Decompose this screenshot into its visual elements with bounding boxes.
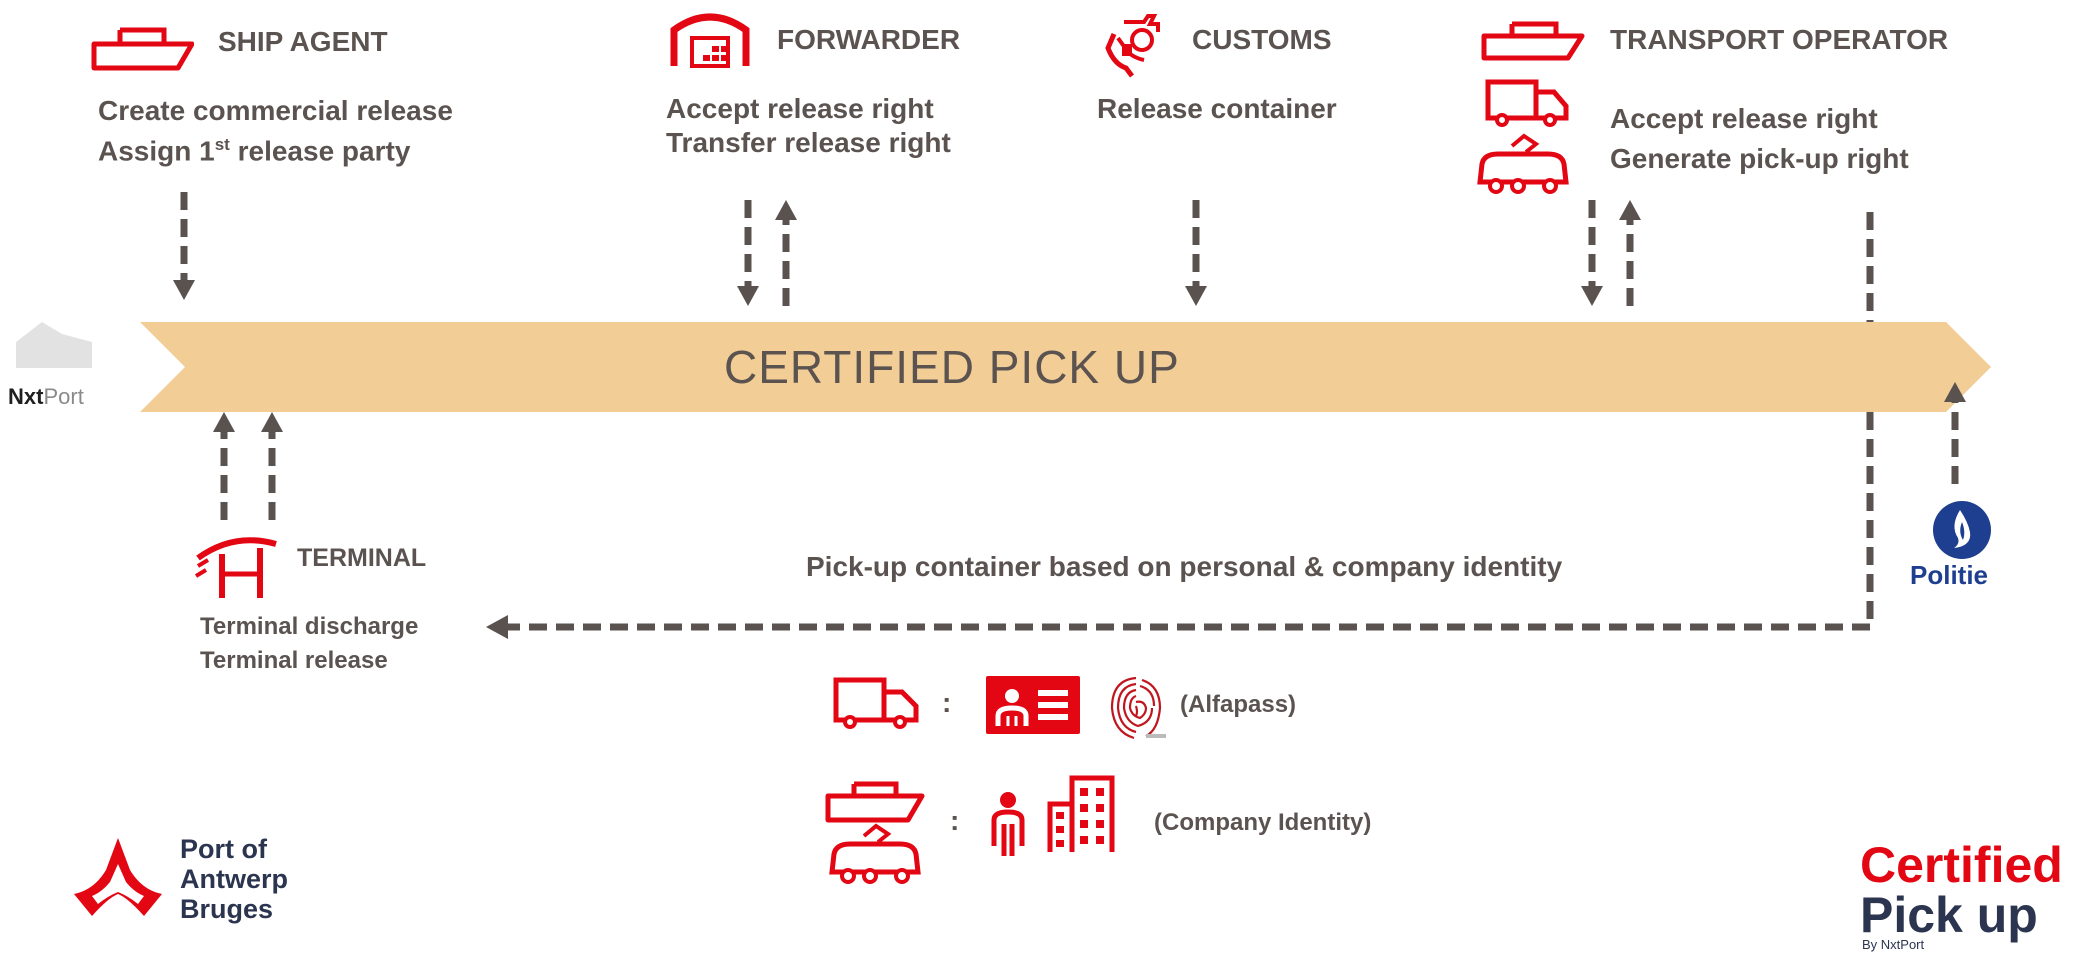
alfapass-label: (Alfapass) bbox=[1180, 691, 1297, 718]
port-of-antwerp-bruges-logo bbox=[72, 834, 164, 920]
politie-flame-icon bbox=[1930, 500, 1994, 560]
identity-separator-1: : bbox=[942, 687, 952, 718]
ship-icon bbox=[822, 778, 926, 824]
pickup-description: Pick-up container based on personal & co… bbox=[806, 551, 1563, 582]
flow-arrow-head bbox=[737, 286, 759, 306]
port-logo-line-3: Bruges bbox=[180, 894, 274, 924]
truck-icon bbox=[832, 676, 920, 732]
flow-arrow-head bbox=[1185, 286, 1207, 306]
nxtport-bold: Nxt bbox=[8, 384, 44, 409]
process-chevron bbox=[662, 322, 1207, 412]
identity-separator-2: : bbox=[950, 805, 960, 836]
nxtport-logo-shape bbox=[12, 320, 96, 372]
port-logo-line-1: Port of bbox=[180, 834, 267, 864]
process-chevron bbox=[1136, 322, 1463, 412]
ship-agent-title: SHIP AGENT bbox=[218, 26, 388, 57]
transport-action-accept: Accept release right bbox=[1610, 103, 1878, 134]
assign-label-post: release party bbox=[229, 135, 411, 167]
forwarder-action-transfer: Transfer release right bbox=[666, 127, 951, 158]
certified-pickup-logo-byline: By NxtPort bbox=[1862, 937, 1925, 952]
flow-arrow-head bbox=[775, 200, 797, 220]
terminal-crane-icon bbox=[194, 532, 280, 602]
forwarder-title: FORWARDER bbox=[777, 24, 961, 55]
flow-arrow-head bbox=[1581, 286, 1603, 306]
ship-icon bbox=[86, 24, 194, 74]
nxtport-light: Port bbox=[43, 384, 84, 409]
flow-arrow-head bbox=[173, 280, 195, 300]
ship-agent-action-create: Create commercial release bbox=[98, 95, 453, 126]
port-logo-line-2: Antwerp bbox=[180, 864, 288, 894]
train-icon bbox=[826, 822, 924, 886]
flow-arrow-head bbox=[1619, 200, 1641, 220]
warehouse-icon bbox=[670, 8, 750, 68]
customs-title: CUSTOMS bbox=[1192, 24, 1332, 55]
assign-label-pre: Assign 1 bbox=[98, 135, 215, 167]
process-chevron bbox=[1398, 322, 1725, 412]
certified-pickup-logo-line-2: Pick up bbox=[1860, 887, 2038, 943]
transport-ship-icon bbox=[1478, 18, 1586, 62]
flow-arrow-head bbox=[1944, 382, 1966, 402]
transport-action-generate: Generate pick-up right bbox=[1610, 143, 1909, 174]
certified-pickup-logo-line-1: Certified bbox=[1860, 837, 2063, 893]
assign-label-sup: st bbox=[214, 135, 230, 154]
ship-agent-action-assign: Assign 1st release party bbox=[98, 128, 410, 168]
company-identity-label: (Company Identity) bbox=[1154, 809, 1372, 836]
terminal-title: TERMINAL bbox=[297, 544, 427, 572]
process-chevron bbox=[140, 322, 467, 412]
terminal-action-release: Terminal release bbox=[200, 647, 388, 674]
flow-arrow-head bbox=[261, 412, 283, 432]
id-card-icon bbox=[986, 676, 1080, 734]
terminal-action-discharge: Terminal discharge bbox=[200, 613, 419, 640]
process-chevron bbox=[1660, 322, 1991, 412]
process-chevron bbox=[400, 322, 727, 412]
banner-label: CERTIFIED PICK UP bbox=[724, 341, 1180, 393]
transport-operator-title: TRANSPORT OPERATOR bbox=[1610, 24, 1949, 55]
person-icon bbox=[988, 790, 1028, 858]
process-chevrons bbox=[140, 322, 1991, 412]
nxtport-logo-text: NxtPort bbox=[8, 384, 84, 410]
office-building-icon bbox=[1046, 774, 1118, 854]
truck-icon bbox=[1484, 78, 1570, 128]
fingerprint-icon bbox=[1106, 672, 1166, 742]
train-icon bbox=[1474, 132, 1572, 196]
customs-officer-icon bbox=[1104, 14, 1166, 78]
customs-action-release: Release container bbox=[1097, 93, 1337, 124]
forwarder-action-accept: Accept release right bbox=[666, 93, 934, 124]
politie-label: Politie bbox=[1910, 560, 1989, 590]
flow-arrow-head bbox=[486, 615, 508, 639]
flow-arrows bbox=[173, 192, 1966, 639]
flow-arrow-head bbox=[213, 412, 235, 432]
